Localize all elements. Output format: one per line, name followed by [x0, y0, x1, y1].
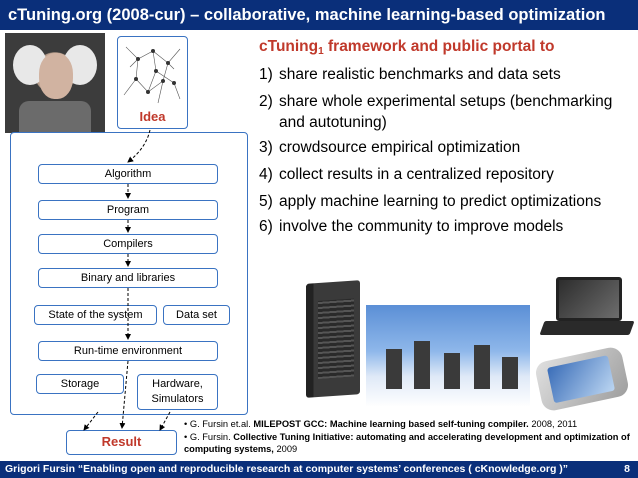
- footer-text: Grigori Fursin “Enabling open and reprod…: [5, 463, 569, 475]
- idea-box: Idea: [117, 36, 188, 129]
- framework-heading: cTuning1 framework and public portal to: [259, 38, 634, 64]
- layer-compilers: Compilers: [38, 234, 218, 254]
- content-column: cTuning1 framework and public portal to …: [259, 38, 634, 243]
- reference-item: • G. Fursin. Collective Tuning Initiativ…: [184, 432, 630, 454]
- result-box: Result: [66, 430, 177, 455]
- layer-runtime-environment: Run-time environment: [38, 341, 218, 361]
- list-item: 3)crowdsource empirical optimization: [259, 139, 521, 156]
- cloud-servers-image: [366, 305, 530, 407]
- laptop-image: [539, 277, 635, 343]
- layer-storage: Storage: [36, 374, 124, 394]
- reference-item: • G. Fursin et.al. MILEPOST GCC: Machine…: [184, 419, 578, 429]
- scientist-photo: [5, 33, 105, 133]
- idea-label: Idea: [139, 109, 166, 124]
- layer-binary-libraries: Binary and libraries: [38, 268, 218, 288]
- list-item: 2)share whole experimental setups (bench…: [259, 93, 613, 131]
- layer-data-set: Data set: [163, 305, 230, 325]
- heading-subscript: 1: [318, 46, 324, 57]
- page-number: 8: [624, 463, 630, 475]
- references: • G. Fursin et.al. MILEPOST GCC: Machine…: [184, 418, 634, 456]
- layer-state-of-system: State of the system: [34, 305, 157, 325]
- footer-bar: Grigori Fursin “Enabling open and reprod…: [0, 461, 638, 478]
- heading-suffix: framework and public portal to: [323, 38, 555, 55]
- neuron-network-icon: [123, 46, 181, 104]
- layer-program: Program: [38, 200, 218, 220]
- list-item: 1)share realistic benchmarks and data se…: [259, 66, 561, 83]
- list-item: 5)apply machine learning to predict opti…: [259, 193, 602, 210]
- heading-prefix: cTuning: [259, 38, 319, 55]
- list-item: 4)collect results in a centralized repos…: [259, 166, 554, 183]
- smartphone-image: [533, 345, 631, 413]
- layer-hardware-simulators: Hardware, Simulators: [137, 374, 218, 410]
- layer-algorithm: Algorithm: [38, 164, 218, 184]
- list-item: 6)involve the community to improve model…: [259, 218, 564, 235]
- slide-title: cTuning.org (2008-cur) – collaborative, …: [0, 0, 638, 30]
- server-tower-image: [306, 280, 360, 398]
